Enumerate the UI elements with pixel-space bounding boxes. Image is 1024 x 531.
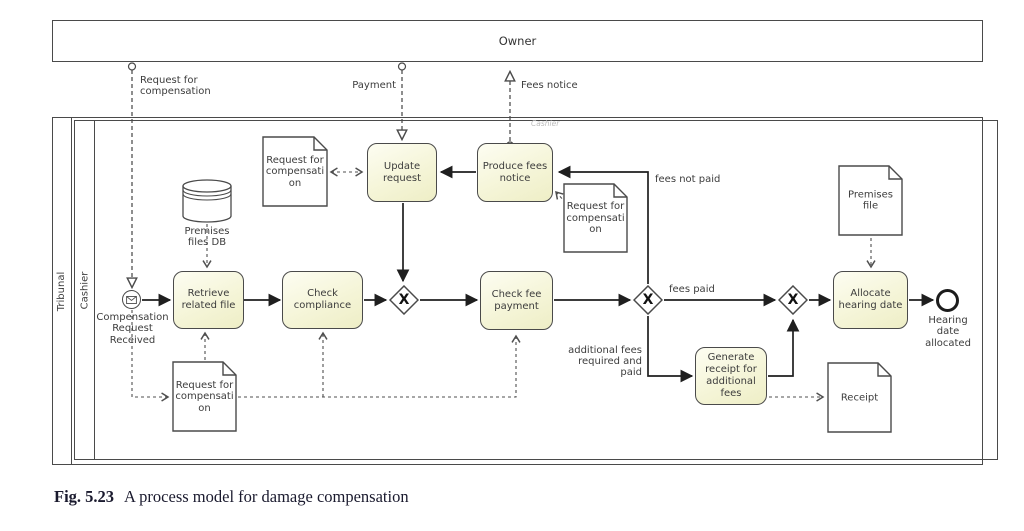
- task-generate-receipt: Generate receipt for additional fees: [695, 347, 767, 405]
- envelope-icon: [126, 295, 137, 304]
- end-event: [936, 289, 959, 312]
- gateway-xor-split: X: [633, 285, 663, 315]
- gateway-x-marker: X: [787, 292, 799, 308]
- task-allocate-hearing-date: Allocate hearing date: [833, 271, 908, 329]
- gateway-x-marker: X: [398, 292, 410, 308]
- gateway-xor-join-1: X: [389, 285, 419, 315]
- lane-cashier-label: Cashier: [79, 271, 91, 309]
- figure-caption: Fig. 5.23 A process model for damage comp…: [54, 487, 409, 507]
- figure-title: A process model for damage compensation: [124, 487, 409, 506]
- gateway-xor-join-2: X: [778, 285, 808, 315]
- pool-tribunal-label: Tribunal: [56, 271, 68, 311]
- pool-owner-label: Owner: [498, 34, 537, 48]
- figure-number: Fig. 5.23: [54, 487, 115, 506]
- start-event-label: Compensation Request Received: [96, 312, 169, 346]
- task-retrieve-related-file: Retrieve related file: [173, 271, 244, 329]
- data-object-label: Premises file: [848, 189, 893, 212]
- task-produce-fees-notice: Produce fees notice: [477, 143, 553, 202]
- lane-cashier: Cashier: [74, 120, 998, 460]
- document-icon: [563, 183, 628, 253]
- gateway-x-marker: X: [642, 292, 654, 308]
- document-icon: [172, 361, 237, 432]
- data-object-premises-file: Premises file: [838, 165, 903, 236]
- sequence-flow-label-additional-fees: additional fees required and paid: [568, 345, 642, 379]
- data-object-request-for-compensation-middle: Request for compensation: [563, 183, 628, 253]
- pool-tribunal-label-band: Tribunal: [53, 118, 72, 464]
- task-check-compliance: Check compliance: [282, 271, 363, 329]
- data-object-label: Request for compensation: [175, 379, 234, 414]
- data-object-request-for-compensation-lower: Request for compensation: [172, 361, 237, 432]
- data-object-label: Receipt: [840, 391, 879, 403]
- data-object-label: Request for compensation: [265, 154, 325, 189]
- task-check-fee-payment: Check fee payment: [480, 271, 553, 330]
- end-event-label: Hearing date allocated: [925, 315, 971, 349]
- data-store-label: Premises files DB: [184, 226, 230, 249]
- start-event-message: [122, 290, 141, 309]
- document-icon: [838, 165, 903, 236]
- message-flow-label-request-for-compensation: Request for compensation: [140, 75, 211, 98]
- task-update-request: Update request: [367, 143, 437, 202]
- sequence-flow-label-fees-not-paid: fees not paid: [655, 174, 721, 185]
- sequence-flow-label-fees-paid: fees paid: [669, 284, 715, 295]
- data-object-receipt: Receipt: [827, 362, 892, 433]
- lane-cashier-label-band: Cashier: [75, 121, 95, 459]
- lane-watermark-label: Cashier: [531, 119, 560, 128]
- pool-owner: Owner: [52, 20, 983, 62]
- message-flow-label-payment: Payment: [352, 80, 396, 91]
- document-icon: [262, 136, 328, 207]
- data-object-label: Request for compensation: [566, 200, 625, 235]
- message-flow-label-fees-notice: Fees notice: [521, 80, 578, 91]
- database-cylinder-icon: [182, 179, 232, 223]
- data-object-request-for-compensation-upper: Request for compensation: [262, 136, 328, 207]
- document-icon: [827, 362, 892, 433]
- data-store-premises-files-db: [182, 179, 232, 223]
